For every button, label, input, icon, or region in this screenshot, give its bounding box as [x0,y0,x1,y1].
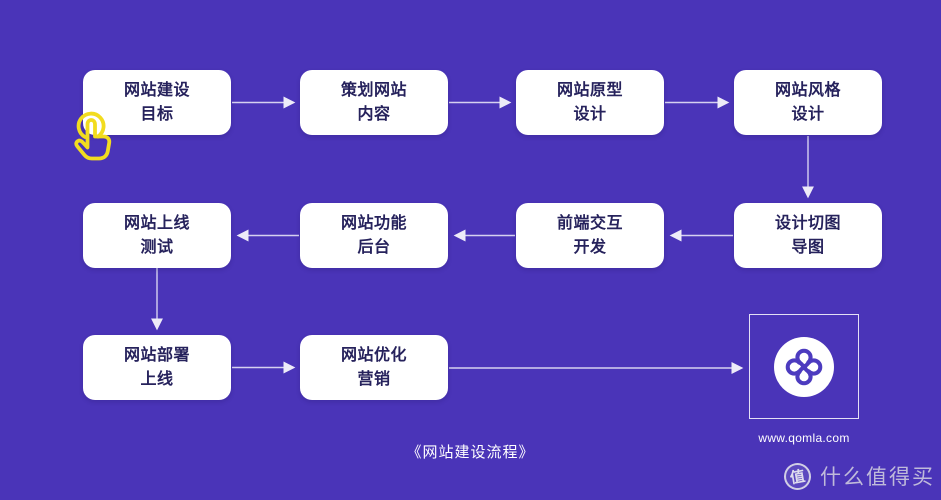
watermark-brand-text: 什么值得买 [820,466,935,489]
logo-circle [774,336,834,397]
flow-node-prototype-design: 网站原型 设计 [516,70,664,135]
smzdm-watermark: 值 什么值得买 [781,460,935,492]
node-label: 网站原型 设计 [556,82,623,123]
tap-hand-icon [74,111,112,161]
node-label: 网站建设 目标 [123,82,190,123]
site-url: www.qomla.com [758,431,850,445]
flow-node-deploy-launch: 网站部署 上线 [83,335,231,400]
flow-node-launch-testing: 网站上线 测试 [83,203,231,268]
node-label: 网站功能 后台 [340,215,407,256]
node-label: 网站上线 测试 [123,215,190,256]
logo-frame [749,314,859,419]
diagram-caption: 《网站建设流程》 [406,444,535,461]
node-label: 网站优化 营销 [340,347,407,388]
flow-node-backend-function: 网站功能 后台 [300,203,448,268]
node-label: 设计切图 导图 [774,215,841,256]
flow-node-plan-content: 策划网站 内容 [300,70,448,135]
flow-node-frontend-dev: 前端交互 开发 [516,203,664,268]
qomla-clover-logo-icon [785,348,823,385]
node-label: 前端交互 开发 [556,215,623,256]
flow-node-design-slicing: 设计切图 导图 [734,203,882,268]
node-label: 网站风格 设计 [774,82,841,123]
node-label: 策划网站 内容 [340,82,407,123]
flow-node-build-goal: 网站建设 目标 [83,70,231,135]
node-label: 网站部署 上线 [123,347,190,388]
flow-node-optimize-marketing: 网站优化 营销 [300,335,448,400]
flow-node-style-design: 网站风格 设计 [734,70,882,135]
zhi-badge-icon: 值 [781,460,814,492]
